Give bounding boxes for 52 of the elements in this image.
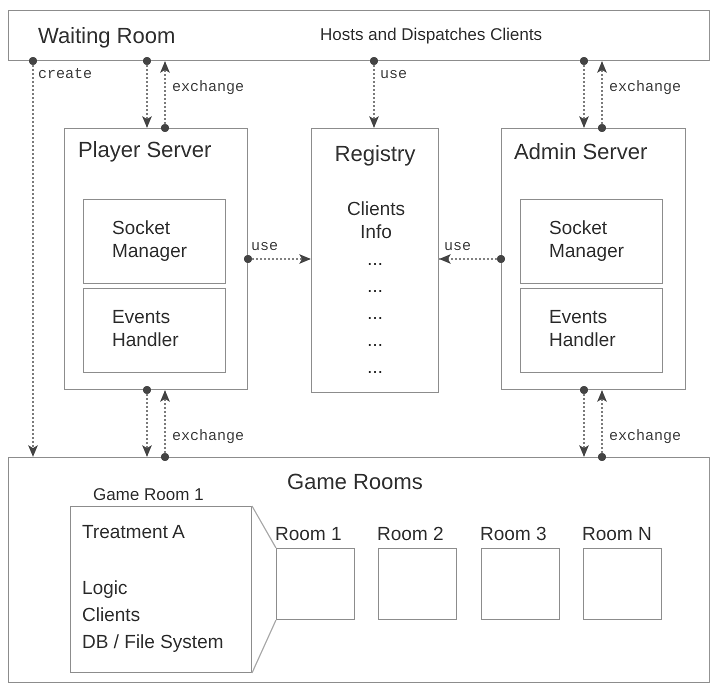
text: Clients Info <box>346 199 406 245</box>
server-box <box>64 128 248 390</box>
text: Logic <box>82 578 128 601</box>
title: Room 3 <box>480 524 547 547</box>
registry-box <box>311 128 439 393</box>
edge-label: exchange <box>608 80 682 95</box>
title: Socket Manager <box>549 218 625 264</box>
title: Events Handler <box>549 307 617 353</box>
component-box <box>520 199 663 284</box>
title: Waiting Room <box>38 23 176 50</box>
ellipsis-text: ... <box>366 276 384 299</box>
edge-label: exchange <box>608 429 682 444</box>
title: Room 1 <box>275 524 342 547</box>
arrow <box>142 56 152 128</box>
arrow <box>28 56 38 457</box>
component-box <box>83 199 226 284</box>
title: Player Server <box>78 137 212 164</box>
arrow <box>579 56 589 128</box>
component-box <box>520 288 663 373</box>
text: Treatment A <box>82 522 185 545</box>
title: Admin Server <box>514 139 648 166</box>
ellipsis-text: ... <box>366 357 384 380</box>
container-box <box>8 10 710 61</box>
title: Game Room 1 <box>93 485 204 506</box>
server-box <box>501 128 686 390</box>
component-box <box>83 288 226 373</box>
ellipsis-text: ... <box>366 330 384 353</box>
arrow <box>160 61 170 132</box>
text: Clients <box>82 605 140 628</box>
zoom-line <box>251 506 277 548</box>
title: Registry <box>334 141 416 168</box>
ellipsis-text: ... <box>366 303 384 326</box>
zoom-line <box>251 620 277 674</box>
arrow <box>597 390 607 462</box>
title: Socket Manager <box>112 218 188 264</box>
title: Events Handler <box>112 307 180 353</box>
container-box <box>8 457 710 683</box>
arrow <box>597 61 607 132</box>
text: DB / File System <box>82 632 224 655</box>
ellipsis-text: ... <box>366 249 384 272</box>
edge-label: exchange <box>171 80 246 95</box>
arrow <box>579 386 589 457</box>
arrow <box>142 386 152 457</box>
title: Room 2 <box>377 524 444 547</box>
arrow <box>439 254 506 264</box>
title: Room N <box>582 524 652 547</box>
arrow <box>244 254 311 264</box>
subtitle: Hosts and Dispatches Clients <box>320 25 542 46</box>
arrow <box>369 56 379 128</box>
edge-label: exchange <box>171 429 246 444</box>
title: Game Rooms <box>287 469 423 496</box>
arrow <box>160 390 170 462</box>
